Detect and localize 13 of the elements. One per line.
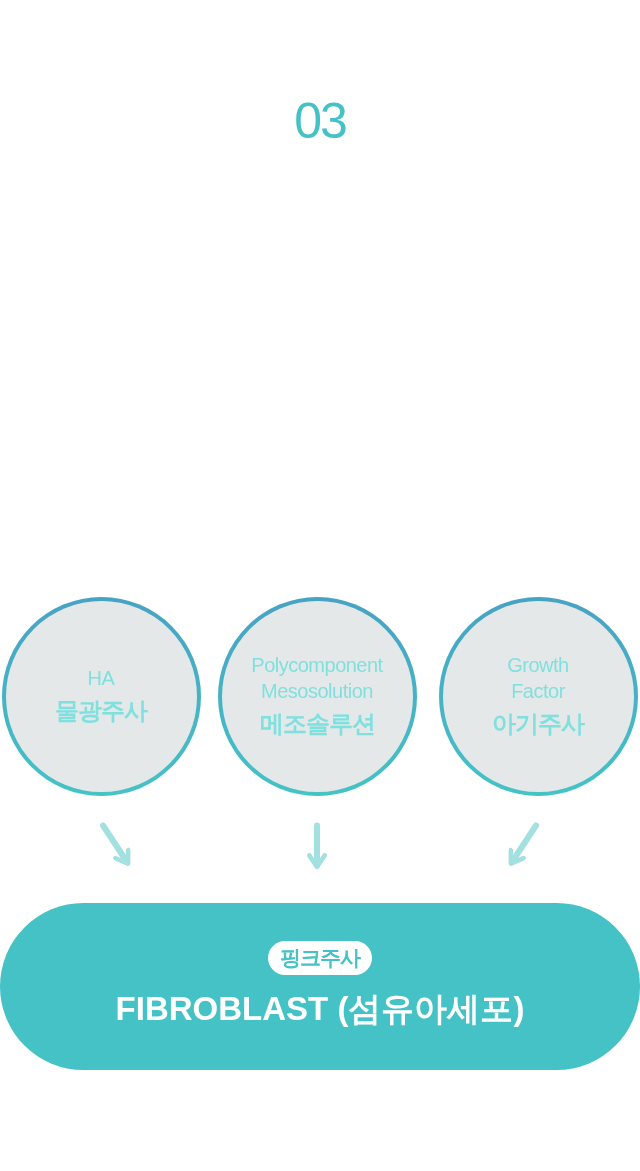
step-number: 03 [293, 92, 347, 150]
arrow [508, 822, 539, 866]
treatment-korean-name: 아기주사 [492, 709, 584, 740]
treatment-korean-name: 메조솔루션 [259, 709, 375, 740]
arrow [100, 822, 131, 866]
treatment-korean-name: 물광주사 [55, 696, 147, 727]
result-pill [0, 903, 640, 1070]
arrow [307, 822, 327, 870]
treatment-english-name: Growth Factor [506, 653, 570, 704]
treatment-english-name: Polycomponent Mesosolution [250, 653, 384, 704]
result-label: FIBROBLAST (섬유아세포) [115, 989, 525, 1029]
treatment-english-name: HA [86, 666, 116, 691]
treatment-badge: 핑크주사 [268, 941, 372, 975]
